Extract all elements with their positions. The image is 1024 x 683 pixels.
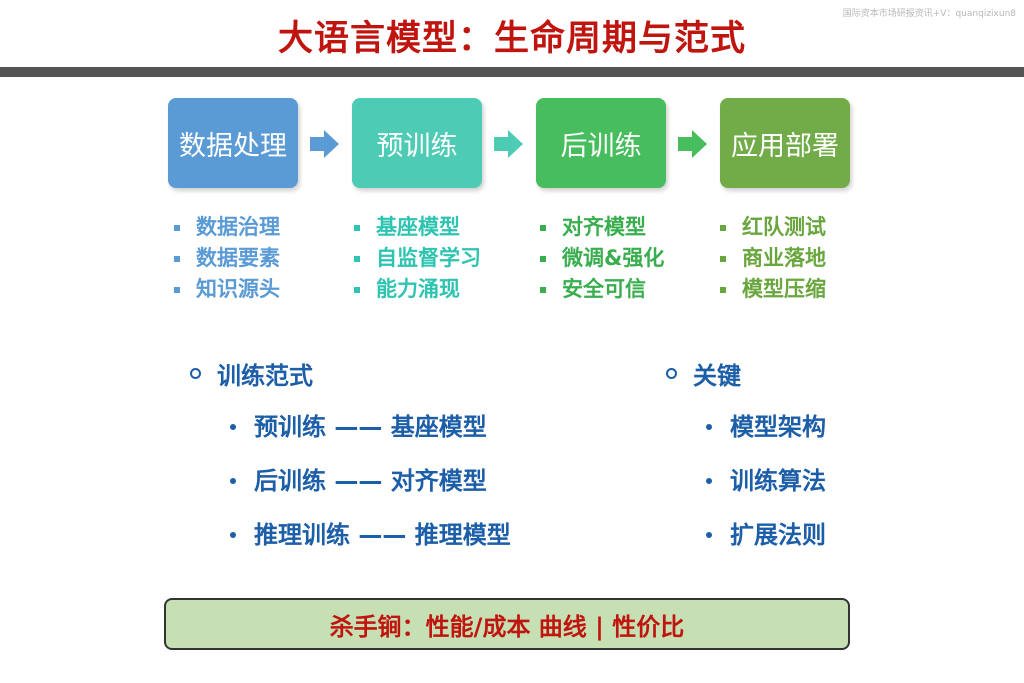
stage-label: 后训练 xyxy=(560,130,642,162)
circle-bullet-icon xyxy=(190,368,201,379)
stage-list-data-processing: 数据治理 数据要素 知识源头 xyxy=(170,212,280,305)
dot-bullet-icon xyxy=(230,532,236,538)
square-bullet-icon xyxy=(354,287,360,293)
square-bullet-icon xyxy=(540,225,546,231)
square-bullet-icon xyxy=(354,225,360,231)
page-title: 大语言模型：生命周期与范式 xyxy=(277,19,746,59)
list-item: 商业落地 xyxy=(716,243,826,274)
list-item: 对齐模型 xyxy=(536,212,664,243)
square-bullet-icon xyxy=(174,287,180,293)
dot-bullet-icon xyxy=(230,424,236,430)
list-item: 预训练 —— 基座模型 xyxy=(228,410,511,464)
keys-heading: 关键 xyxy=(666,356,741,391)
list-item: 扩展法则 xyxy=(704,518,826,572)
list-item: 数据治理 xyxy=(170,212,280,243)
square-bullet-icon xyxy=(540,287,546,293)
key-advantage-text: 杀手锏：性能/成本 曲线 | 性价比 xyxy=(329,612,685,641)
stage-box-pretraining: 预训练 xyxy=(352,98,482,188)
title-divider xyxy=(0,67,1024,77)
list-item: 微调&强化 xyxy=(536,243,664,274)
stage-box-deployment: 应用部署 xyxy=(720,98,850,188)
stage-label: 应用部署 xyxy=(731,130,839,162)
stage-label: 数据处理 xyxy=(179,130,287,162)
stage-list-posttraining: 对齐模型 微调&强化 安全可信 xyxy=(536,212,664,305)
square-bullet-icon xyxy=(174,225,180,231)
stage-box-posttraining: 后训练 xyxy=(536,98,666,188)
paradigm-list: 预训练 —— 基座模型 后训练 —— 对齐模型 推理训练 —— 推理模型 xyxy=(228,410,511,572)
list-item: 红队测试 xyxy=(716,212,826,243)
list-item: 推理训练 —— 推理模型 xyxy=(228,518,511,572)
square-bullet-icon xyxy=(354,256,360,262)
list-item: 知识源头 xyxy=(170,274,280,305)
square-bullet-icon xyxy=(174,256,180,262)
list-item: 数据要素 xyxy=(170,243,280,274)
dot-bullet-icon xyxy=(706,478,712,484)
dot-bullet-icon xyxy=(706,424,712,430)
keys-list: 模型架构 训练算法 扩展法则 xyxy=(704,410,826,572)
square-bullet-icon xyxy=(720,287,726,293)
list-item: 自监督学习 xyxy=(350,243,481,274)
list-item: 模型架构 xyxy=(704,410,826,464)
square-bullet-icon xyxy=(540,256,546,262)
stage-label: 预训练 xyxy=(376,130,458,162)
list-item: 训练算法 xyxy=(704,464,826,518)
list-item: 基座模型 xyxy=(350,212,481,243)
key-advantage-box: 杀手锏：性能/成本 曲线 | 性价比 xyxy=(164,598,850,650)
circle-bullet-icon xyxy=(666,368,677,379)
list-item: 能力涌现 xyxy=(350,274,481,305)
list-item: 后训练 —— 对齐模型 xyxy=(228,464,511,518)
stage-list-deployment: 红队测试 商业落地 模型压缩 xyxy=(716,212,826,305)
stage-box-data-processing: 数据处理 xyxy=(168,98,298,188)
list-item: 模型压缩 xyxy=(716,274,826,305)
watermark: 国际资本市场研报资讯+V：quanqizixun8 xyxy=(842,9,1016,19)
dot-bullet-icon xyxy=(230,478,236,484)
paradigm-heading: 训练范式 xyxy=(190,356,313,391)
dot-bullet-icon xyxy=(706,532,712,538)
square-bullet-icon xyxy=(720,225,726,231)
square-bullet-icon xyxy=(720,256,726,262)
list-item: 安全可信 xyxy=(536,274,664,305)
stage-list-pretraining: 基座模型 自监督学习 能力涌现 xyxy=(350,212,481,305)
